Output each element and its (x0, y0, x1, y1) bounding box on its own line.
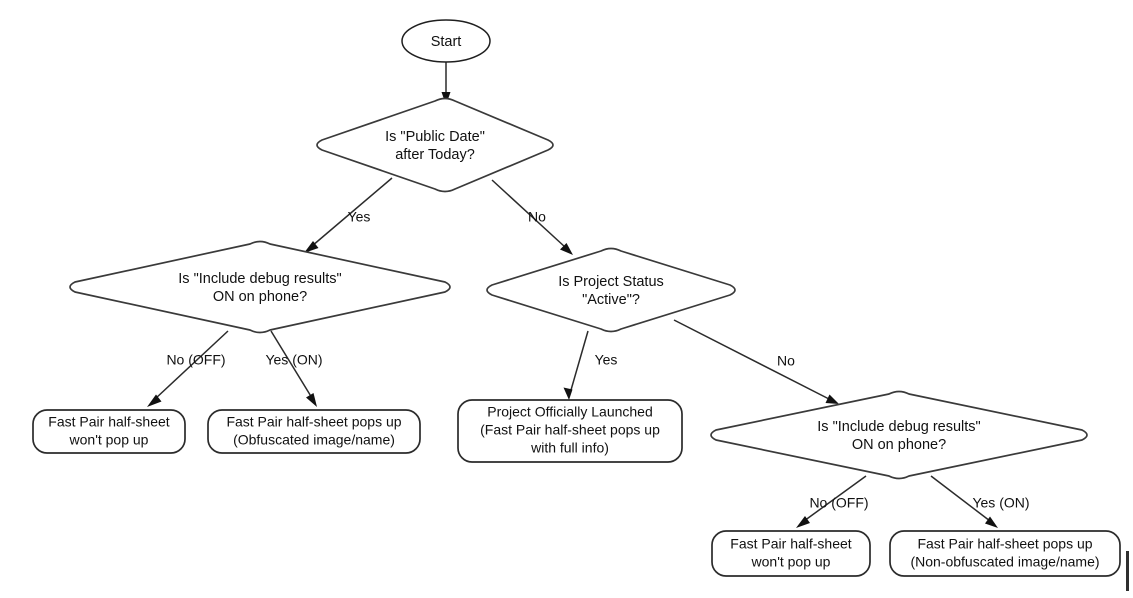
result-right-no-line2: won't pop up (751, 554, 831, 570)
edge-line (930, 475, 991, 522)
node-decision-debug-right[interactable]: Is "Include debug results" ON on phone? (710, 390, 1088, 480)
edge-label-debug-right-no: No (OFF) (809, 495, 868, 511)
right-edge-marker (1126, 551, 1129, 591)
edge-line (570, 330, 589, 391)
result-launched-line2: (Fast Pair half-sheet pops up (480, 422, 660, 438)
start-label: Start (431, 34, 462, 50)
edge-debug-left-no: No (OFF) (147, 330, 229, 407)
node-decision-project-status[interactable]: Is Project Status "Active"? (486, 247, 736, 333)
result-left-no-line1: Fast Pair half-sheet (48, 414, 169, 430)
result-launched-line3: with full info) (530, 440, 609, 456)
edge-line (270, 330, 313, 399)
edge-line (491, 179, 566, 248)
node-result-right-no[interactable]: Fast Pair half-sheet won't pop up (711, 530, 871, 577)
edge-debug-right-no: No (OFF) (796, 475, 869, 528)
decision-project-status-line2: "Active"? (582, 292, 640, 308)
arrowhead-icon (985, 516, 998, 528)
edge-label-project-status-no: No (777, 353, 795, 369)
arrowhead-icon (304, 241, 319, 253)
arrowhead-icon (796, 516, 810, 528)
decision-debug-right-line1: Is "Include debug results" (817, 419, 980, 435)
decision-diamond[interactable] (69, 240, 451, 334)
decision-diamond[interactable] (486, 247, 736, 333)
edge-line (311, 177, 393, 247)
edge-label-debug-left-no: No (OFF) (166, 352, 225, 368)
node-result-right-yes[interactable]: Fast Pair half-sheet pops up (Non-obfusc… (889, 530, 1121, 577)
edge-debug-left-yes: Yes (ON) (265, 330, 323, 407)
edge-project-status-yes: Yes (563, 330, 618, 400)
node-result-left-no[interactable]: Fast Pair half-sheet won't pop up (32, 409, 186, 454)
decision-public-date-line2: after Today? (395, 147, 475, 163)
result-box[interactable] (711, 530, 871, 577)
arrowhead-icon (560, 243, 573, 255)
result-launched-line1: Project Officially Launched (487, 404, 653, 420)
edge-line (673, 319, 830, 400)
result-left-yes-line2: (Obfuscated image/name) (233, 432, 395, 448)
edge-public-date-no: No (491, 179, 573, 255)
arrowhead-icon (147, 394, 162, 407)
edge-label-debug-right-yes: Yes (ON) (972, 495, 1029, 511)
start-ellipse[interactable] (401, 19, 491, 63)
node-decision-public-date[interactable]: Is "Public Date" after Today? (316, 97, 554, 193)
decision-public-date-line1: Is "Public Date" (385, 129, 485, 145)
result-right-no-line1: Fast Pair half-sheet (730, 536, 851, 552)
edge-project-status-no: No (673, 319, 839, 404)
decision-diamond[interactable] (316, 97, 554, 193)
decision-debug-right-line2: ON on phone? (852, 437, 946, 453)
result-box[interactable] (207, 409, 421, 454)
node-decision-debug-left[interactable]: Is "Include debug results" ON on phone? (69, 240, 451, 334)
result-box[interactable] (889, 530, 1121, 577)
decision-diamond[interactable] (710, 390, 1088, 480)
result-left-yes-line1: Fast Pair half-sheet pops up (226, 414, 401, 430)
arrowhead-icon (825, 394, 839, 404)
edge-label-debug-left-yes: Yes (ON) (265, 352, 322, 368)
result-box[interactable] (457, 399, 683, 463)
decision-project-status-line1: Is Project Status (558, 274, 664, 290)
edge-debug-right-yes: Yes (ON) (930, 475, 1030, 528)
node-start[interactable]: Start (401, 19, 491, 63)
result-box[interactable] (32, 409, 186, 454)
node-result-launched[interactable]: Project Officially Launched (Fast Pair h… (457, 399, 683, 463)
edge-line (803, 475, 867, 522)
result-right-yes-line2: (Non-obfuscated image/name) (910, 554, 1099, 570)
edge-public-date-yes: Yes (304, 177, 393, 253)
edge-label-public-date-no: No (528, 209, 546, 225)
decision-debug-left-line1: Is "Include debug results" (178, 271, 341, 287)
node-result-left-yes[interactable]: Fast Pair half-sheet pops up (Obfuscated… (207, 409, 421, 454)
edge-label-project-status-yes: Yes (595, 352, 618, 368)
result-left-no-line2: won't pop up (69, 432, 149, 448)
arrowhead-icon (563, 387, 573, 400)
decision-debug-left-line2: ON on phone? (213, 289, 307, 305)
arrowhead-icon (306, 393, 317, 407)
edge-label-public-date-yes: Yes (348, 209, 371, 225)
result-right-yes-line1: Fast Pair half-sheet pops up (917, 536, 1092, 552)
edge-line (154, 330, 229, 400)
